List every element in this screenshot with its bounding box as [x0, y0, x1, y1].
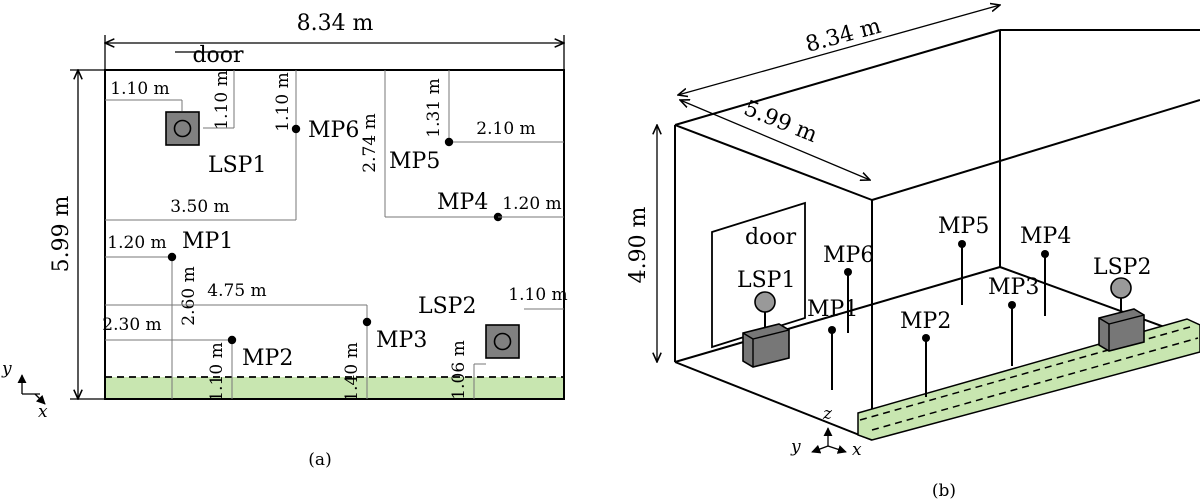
mp3-label: MP3 — [376, 328, 427, 353]
b-depth-dimension — [680, 100, 870, 180]
mp1-point: 1.20 m 2.60 m MP1 — [105, 229, 233, 399]
mp3-point: 4.75 m 1.40 m MP3 — [105, 281, 427, 402]
b-mp5-label: MP5 — [938, 214, 989, 239]
b-mp2-label: MP2 — [900, 309, 951, 334]
b-mp1-label: MP1 — [807, 297, 858, 322]
top-width-label: 8.34 m — [297, 11, 374, 36]
mp5-point: 2.74 m 1.31 m 2.10 m MP5 — [360, 70, 564, 218]
mp5-dx-label: 2.10 m — [476, 119, 535, 139]
axis-x-label-b: x — [852, 440, 862, 460]
lsp1-dy-label: 1.10 m — [212, 70, 232, 129]
axis-x-label-a: x — [38, 402, 48, 422]
axis-z-label-b: z — [822, 404, 833, 424]
axis-y-label-a: y — [1, 359, 12, 379]
mp1-dx-label: 1.20 m — [107, 233, 166, 253]
b-depth-label: 5.99 m — [740, 96, 821, 148]
lsp1-label: LSP1 — [208, 153, 266, 178]
mp4-label: MP4 — [437, 190, 488, 215]
lsp2-source: 1.10 m 1.06 m LSP2 — [418, 285, 568, 400]
mp5-dy-label: 1.31 m — [424, 78, 444, 137]
mp3-dx-label: 4.75 m — [207, 281, 266, 301]
mp5-label: MP5 — [389, 149, 440, 174]
b-mp4-label: MP4 — [1020, 224, 1071, 249]
mp5-mp4-gap-label: 2.74 m — [360, 113, 380, 172]
caption-b: (b) — [932, 481, 956, 501]
lsp2-dy-label: 1.06 m — [449, 340, 469, 399]
b-mp2-point: MP2 — [900, 309, 951, 397]
mp6-label: MP6 — [308, 118, 359, 143]
lsp2-label: LSP2 — [418, 294, 476, 319]
b-door-label: door — [745, 225, 797, 250]
b-width-label: 8.34 m — [803, 14, 884, 58]
b-width-dimension — [678, 5, 1000, 95]
b-mp5-point: MP5 — [938, 214, 989, 305]
mp2-point: 2.30 m 1.10 m MP2 — [102, 315, 293, 402]
b-door — [711, 201, 806, 349]
mp2-dx-label: 2.30 m — [102, 315, 161, 335]
mp2-dy-label: 1.10 m — [207, 342, 227, 401]
mp6-point: 1.10 m 3.50 m MP6 — [105, 70, 359, 221]
lsp1-source: 1.10 m 1.10 m LSP1 — [105, 70, 266, 178]
mp4-point: MP4 1.20 m — [437, 190, 564, 222]
b-mp6-label: MP6 — [823, 243, 874, 268]
b-lsp1-source: LSP1 — [737, 268, 795, 368]
panel-a-floor-plan: 8.34 m door 5.99 m 1.10 m 1.10 m LSP1 1.… — [1, 11, 568, 470]
b-mp3-point: MP3 — [988, 275, 1039, 366]
panel-b-3d-view: 8.34 m 5.99 m 4.90 m door LSP1 MP1 — [626, 5, 1200, 501]
axis-indicator-b: z y x — [790, 404, 862, 460]
mp6-dy-label: 1.10 m — [273, 72, 293, 131]
b-mp4-point: MP4 — [1020, 224, 1071, 316]
caption-a: (a) — [308, 450, 331, 470]
b-mp6-point: MP6 — [823, 243, 874, 333]
b-height-label: 4.90 m — [626, 206, 651, 283]
mp3-dy-label: 1.40 m — [342, 342, 362, 401]
mp6-dx-label: 3.50 m — [170, 197, 229, 217]
mp4-dx-label: 1.20 m — [502, 194, 561, 214]
mp2-label: MP2 — [242, 346, 293, 371]
mp1-dy-label: 2.60 m — [179, 266, 199, 325]
axis-y-label-b: y — [790, 437, 801, 457]
b-mp1-point: MP1 — [807, 297, 858, 390]
b-lsp2-label: LSP2 — [1093, 255, 1151, 280]
strip-region — [105, 377, 564, 399]
door-label: door — [192, 43, 244, 68]
left-height-label: 5.99 m — [49, 195, 74, 272]
b-mp3-label: MP3 — [988, 275, 1039, 300]
b-strip-region — [857, 318, 1200, 441]
axis-indicator-a: y x — [1, 359, 48, 422]
b-lsp1-label: LSP1 — [737, 268, 795, 293]
lsp2-dx-label: 1.10 m — [508, 285, 567, 305]
mp1-label: MP1 — [182, 229, 233, 254]
lsp1-dx-label: 1.10 m — [110, 79, 169, 99]
b-lsp2-source: LSP2 — [1093, 255, 1151, 352]
room-outline — [104, 69, 565, 400]
